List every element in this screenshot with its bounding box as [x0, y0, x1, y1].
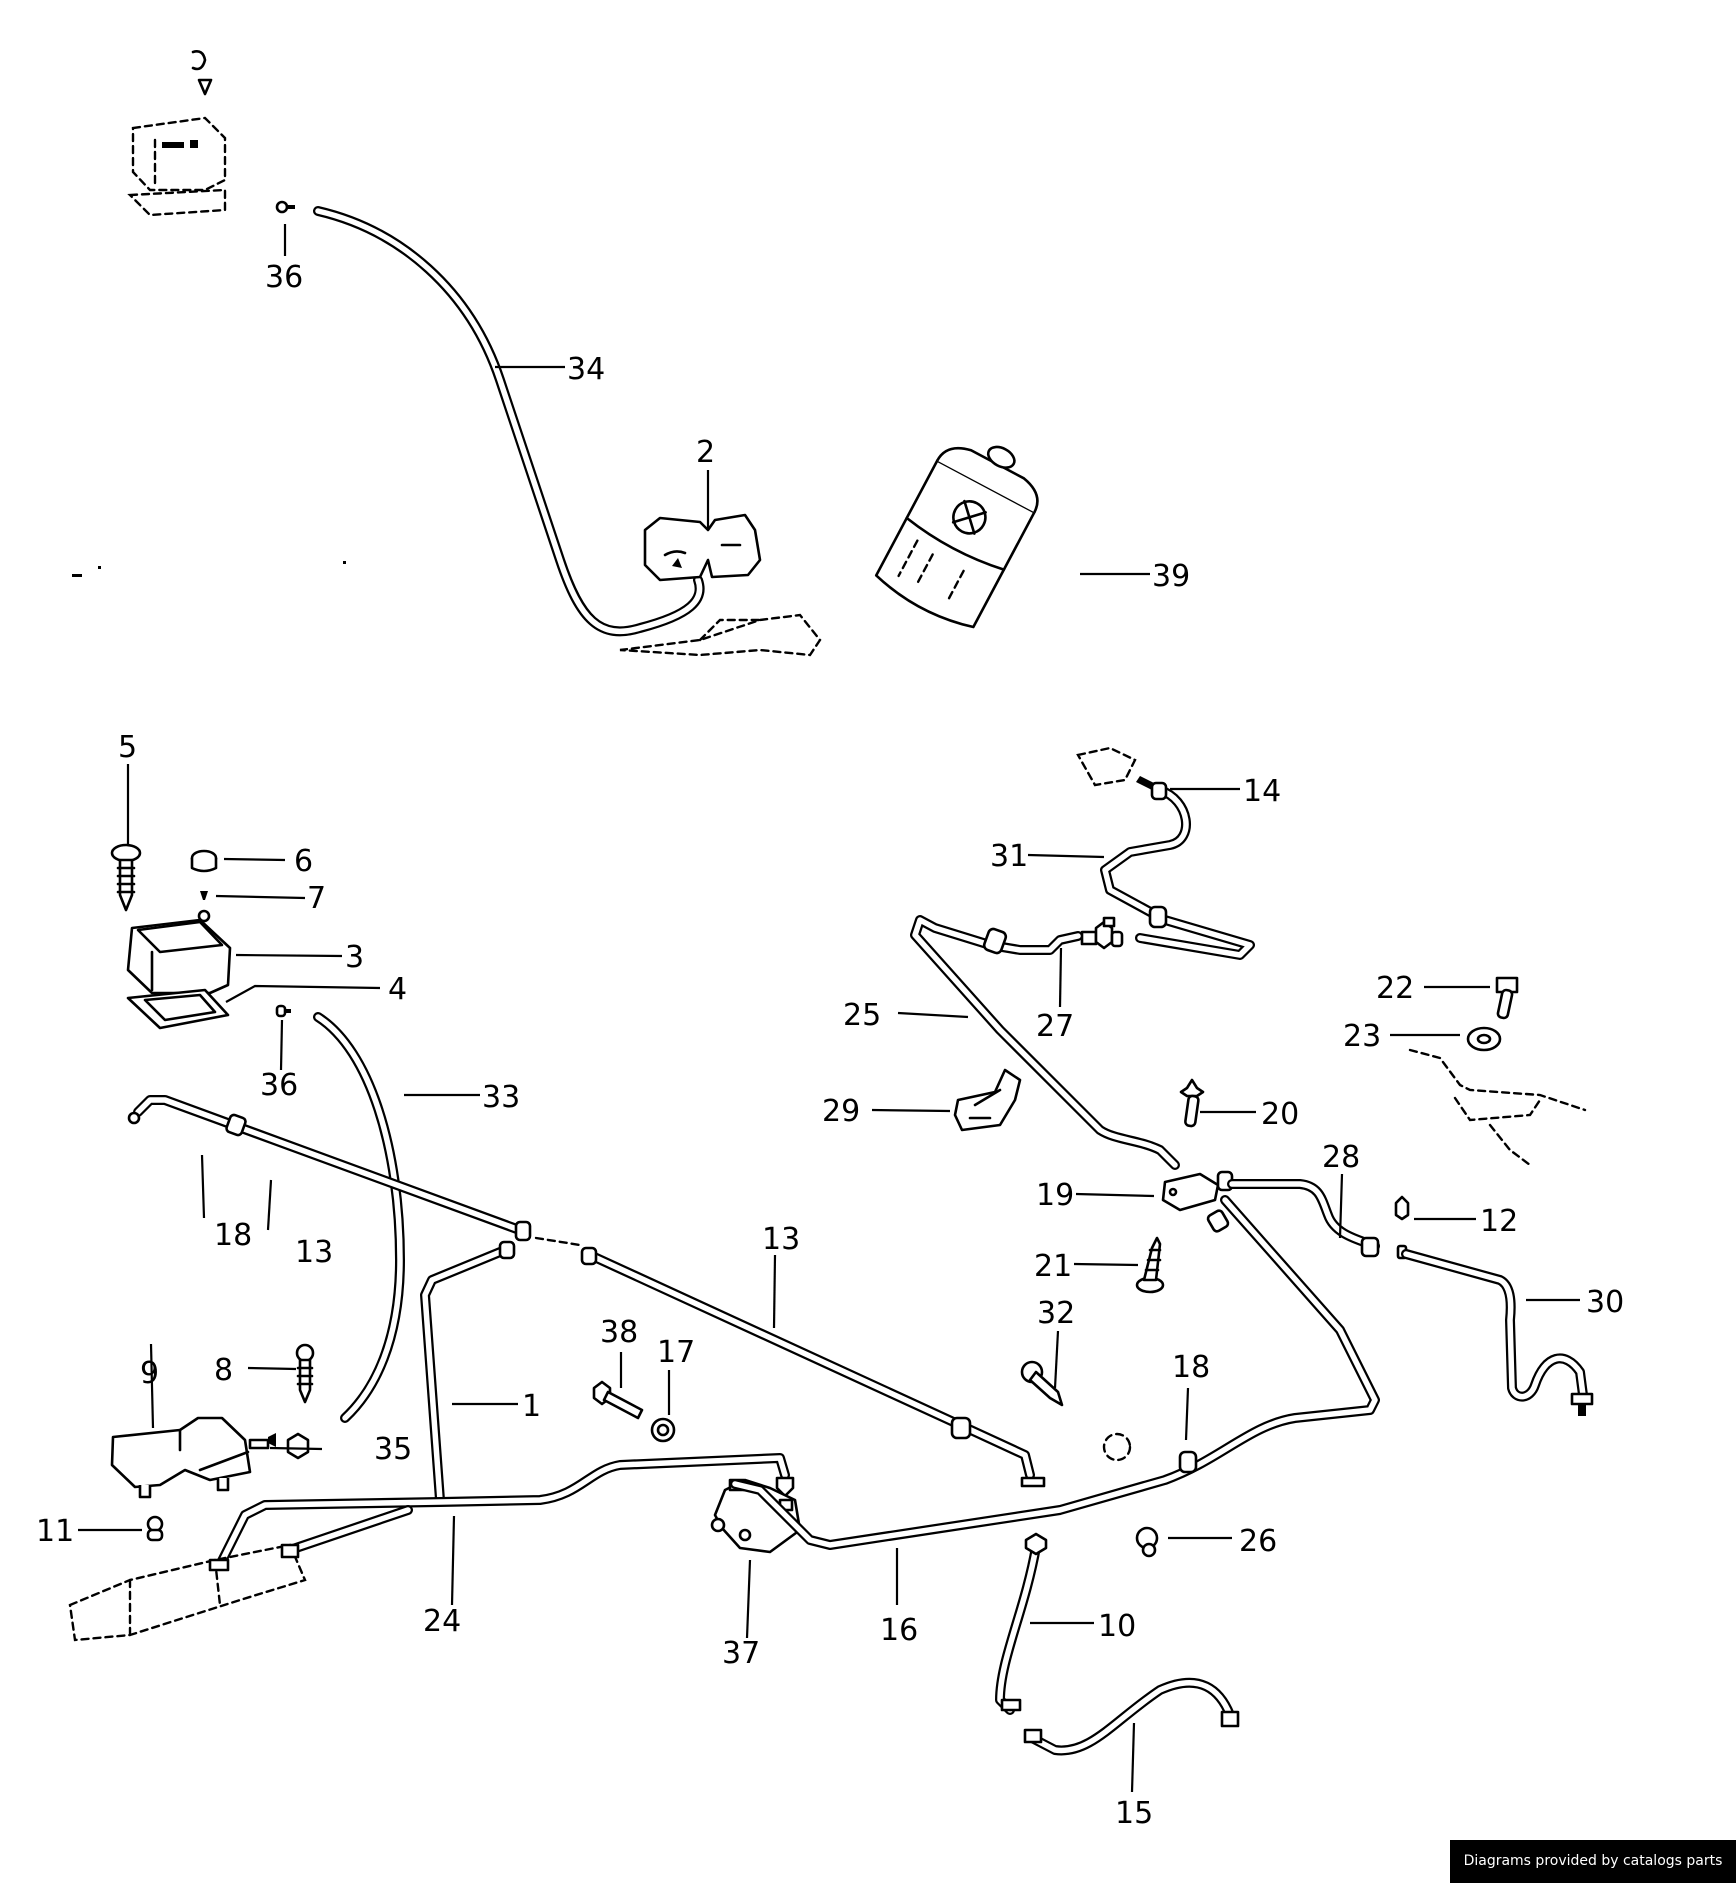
callout-2: 2: [696, 435, 715, 470]
callout-16: 16: [880, 1613, 918, 1648]
callout-18-left: 18: [214, 1218, 252, 1253]
part-23-clip: [1466, 1026, 1502, 1052]
callout-24: 24: [423, 1604, 461, 1639]
part-34-hose: [313, 206, 705, 637]
part-1-reservoir: [110, 1416, 276, 1499]
part-7-pin: [200, 891, 208, 900]
bracket-phantom-14: [1076, 746, 1137, 787]
callout-1: 9: [140, 1356, 159, 1391]
callout-25: 25: [843, 998, 881, 1033]
part-11-pipe: [420, 1240, 516, 1505]
part-9-screw: [295, 1343, 315, 1404]
master-cylinder-phantom-top: [619, 613, 822, 657]
callout-39: 39: [1152, 559, 1190, 594]
part-13-pipe-right: [580, 1246, 1046, 1488]
phantom-grommet: [1102, 1432, 1132, 1462]
part-4-gasket: [126, 988, 230, 1030]
callout-29: 29: [822, 1094, 860, 1129]
part-12-clip: [1394, 1195, 1410, 1221]
callout-28: 28: [1322, 1140, 1360, 1175]
part-28-pipe: [1227, 1179, 1408, 1260]
part-36-fitting-middle: [275, 1004, 291, 1018]
part-17-washer: [650, 1417, 676, 1443]
callout-22: 22: [1376, 971, 1414, 1006]
callout-7: 7: [307, 881, 326, 916]
part-24-pipe: [215, 1453, 795, 1570]
callout-37: 37: [722, 1636, 760, 1671]
callout-14: 14: [1243, 774, 1281, 809]
part-21-screw: [1135, 1236, 1165, 1294]
part-19-tee: [1161, 1170, 1234, 1233]
part-10-hose: [995, 1532, 1048, 1715]
part-16-pipe: [730, 1195, 1380, 1550]
callout-23: 23: [1343, 1019, 1381, 1054]
joint-phantom: [534, 1236, 582, 1247]
part-30-pipe: [1401, 1249, 1594, 1416]
callout-3: 3: [345, 940, 364, 975]
callout-35: 11: [36, 1514, 74, 1549]
part-3-reservoir: [126, 909, 232, 995]
credit-banner: Diagrams provided by catalogs parts: [1450, 1840, 1736, 1883]
part-32-screw: [1020, 1360, 1064, 1407]
reservoir-outline-phantom: [127, 50, 227, 217]
callout-4: 4: [388, 972, 407, 1007]
part-15-hose: [1023, 1677, 1240, 1756]
part-6-cap: [190, 849, 218, 873]
callout-12: 12: [1480, 1204, 1518, 1239]
callout-17: 17: [657, 1335, 695, 1370]
part-38-bolt: [592, 1380, 644, 1420]
part-31-pipe: [1100, 776, 1255, 960]
callout-21: 21: [1034, 1249, 1072, 1284]
callout-13-left: 13: [295, 1235, 333, 1270]
part-20-bolt: [1179, 1078, 1205, 1128]
part-27-fitting: [1080, 916, 1124, 950]
callout-33: 33: [482, 1080, 520, 1115]
callout-19: 19: [1036, 1178, 1074, 1213]
part-8-nut: [286, 1432, 310, 1460]
callout-36-middle: 36: [260, 1068, 298, 1103]
callout-30: 30: [1586, 1285, 1624, 1320]
bracket-phantom-right: [1408, 1048, 1587, 1167]
callout-13-right: 13: [762, 1222, 800, 1257]
part-29-clip: [953, 1068, 1022, 1132]
part-22-bolt: [1495, 976, 1519, 1020]
callout-15: 15: [1115, 1796, 1153, 1831]
part-26-clip: [1135, 1526, 1159, 1558]
callout-8: 35: [374, 1432, 412, 1467]
callout-20: 20: [1261, 1097, 1299, 1132]
stray-marks: [72, 561, 346, 577]
callout-36-top: 36: [265, 260, 303, 295]
part-2-reservoir: [643, 513, 762, 582]
callout-38: 38: [600, 1315, 638, 1350]
callout-5: 5: [118, 730, 137, 765]
part-39-fluid-can: [874, 445, 1039, 629]
part-5-screw: [110, 843, 142, 912]
part-13-pipe-left: [127, 1095, 532, 1242]
callout-6: 6: [294, 844, 313, 879]
part-35-grommet: [146, 1515, 164, 1542]
part-36-fitting-top: [275, 200, 295, 214]
callout-27: 27: [1036, 1009, 1074, 1044]
callout-32: 32: [1037, 1296, 1075, 1331]
callout-11: 1: [522, 1389, 541, 1424]
part-25-pipe: [910, 915, 1180, 1170]
part-33-hose: [313, 1012, 405, 1423]
callout-10: 10: [1098, 1609, 1136, 1644]
callout-9: 8: [214, 1353, 233, 1388]
callout-18-right: 18: [1172, 1350, 1210, 1385]
callout-31: 31: [990, 839, 1028, 874]
callout-26: 26: [1239, 1524, 1277, 1559]
callout-34: 34: [567, 352, 605, 387]
master-cylinder-phantom-bottom: [68, 1543, 307, 1642]
